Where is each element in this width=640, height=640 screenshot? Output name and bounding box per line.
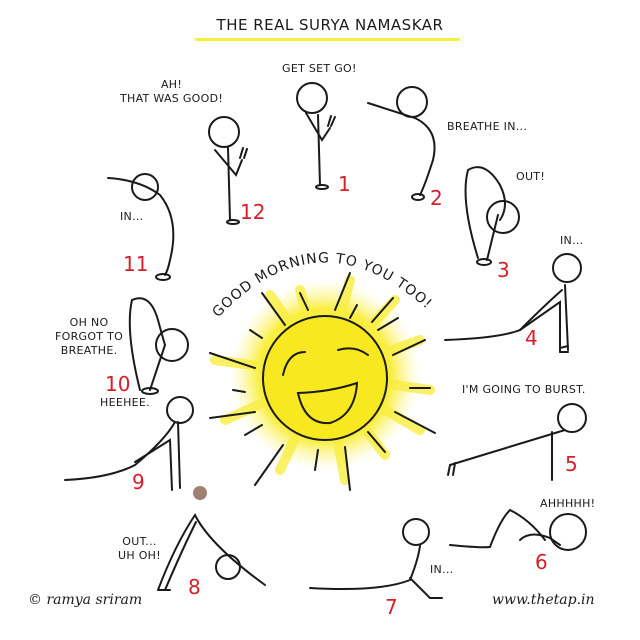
step-number-10: 10 bbox=[105, 372, 131, 396]
pose-3-figure bbox=[464, 166, 520, 266]
caption-pose-1: GET SET GO! bbox=[282, 62, 357, 75]
page-title: THE REAL SURYA NAMASKAR bbox=[216, 16, 444, 34]
author-credit: © ramya sriram bbox=[28, 592, 143, 608]
caption-pose-11: IN... bbox=[120, 210, 144, 223]
caption-pose-6: AHHHHH! bbox=[540, 497, 596, 510]
step-number-3: 3 bbox=[497, 258, 510, 282]
step-number-1: 1 bbox=[338, 172, 351, 196]
caption-pose-8: OUT... UH OH! bbox=[118, 535, 161, 562]
step-number-9: 9 bbox=[132, 470, 145, 494]
pose-2-figure bbox=[367, 86, 436, 201]
pose-8-figure bbox=[157, 513, 266, 591]
step-number-4: 4 bbox=[525, 326, 538, 350]
caption-pose-10: OH NO FORGOT TO BREATHE. bbox=[55, 316, 124, 357]
puff-cloud-icon bbox=[193, 486, 207, 500]
caption-pose-5: I'M GOING TO BURST. bbox=[462, 383, 586, 396]
caption-pose-9: HEEHEE. bbox=[100, 396, 150, 409]
caption-pose-12: AH! THAT WAS GOOD! bbox=[120, 78, 224, 105]
caption-pose-3: OUT! bbox=[516, 170, 546, 183]
pose-10-figure bbox=[128, 297, 189, 395]
step-number-12: 12 bbox=[240, 200, 266, 224]
pose-12-figure bbox=[208, 116, 248, 225]
caption-pose-7: IN... bbox=[430, 563, 454, 576]
step-number-7: 7 bbox=[385, 595, 398, 619]
caption-pose-2: BREATHE IN... bbox=[447, 120, 528, 133]
pose-6-figure bbox=[449, 508, 587, 551]
step-number-2: 2 bbox=[430, 186, 443, 210]
step-number-11: 11 bbox=[123, 252, 149, 276]
pose-9-figure bbox=[64, 396, 194, 491]
pose-7-figure bbox=[309, 518, 443, 599]
caption-pose-4: IN... bbox=[560, 234, 584, 247]
step-number-8: 8 bbox=[188, 575, 201, 599]
step-number-6: 6 bbox=[535, 550, 548, 574]
pose-1-figure bbox=[296, 82, 336, 190]
pose-5-figure bbox=[447, 403, 587, 481]
website-credit: www.thetap.in bbox=[492, 592, 595, 608]
step-number-5: 5 bbox=[565, 452, 578, 476]
pose-11-figure bbox=[107, 173, 175, 281]
title-highlight bbox=[195, 38, 460, 41]
pose-4-figure bbox=[444, 253, 582, 353]
sun-icon bbox=[209, 272, 436, 491]
